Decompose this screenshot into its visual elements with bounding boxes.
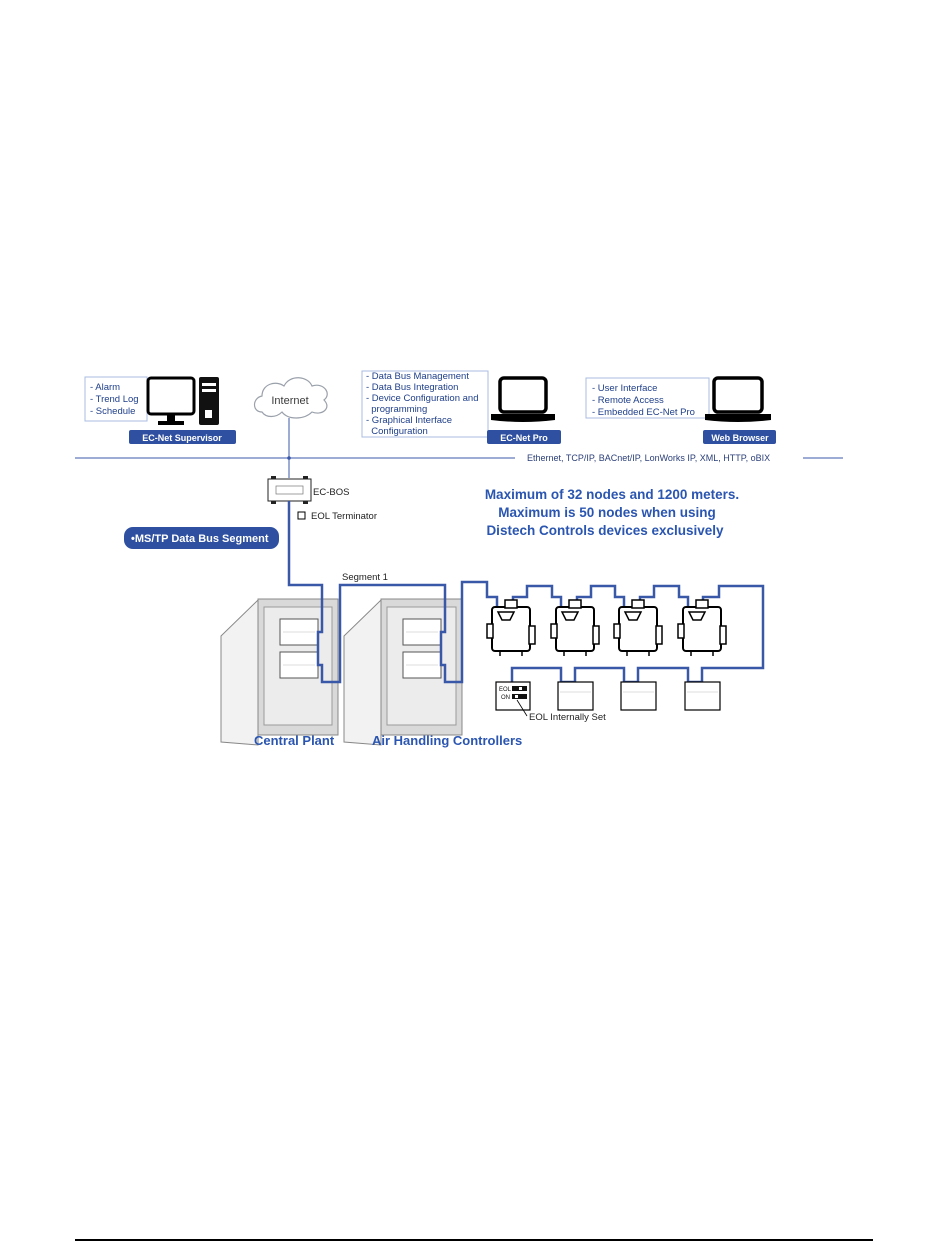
supervisor-feature-3: - Schedule (90, 406, 135, 417)
unit-controller-1 (486, 599, 536, 656)
max-info-line-1: Maximum of 32 nodes and 1200 meters. (485, 487, 739, 502)
browser-badge (703, 430, 776, 444)
eol-terminator-label: EOL Terminator (311, 511, 377, 522)
controller-box-3 (620, 681, 657, 711)
unit-controller-3 (613, 599, 663, 656)
central-plant-label: Central Plant (254, 733, 335, 748)
browser-feature-2: - Remote Access (592, 395, 664, 406)
eol-switch-bottom-label: ON (501, 695, 510, 701)
supervisor-feature-box (84, 376, 148, 422)
pro-feature-1: - Data Bus Management (366, 371, 469, 382)
max-info-line-3: Distech Controls devices exclusively (486, 523, 724, 538)
browser-feature-box (585, 377, 710, 419)
browser-feature-3: - Embedded EC-Net Pro (592, 407, 695, 418)
network-line-label: Ethernet, TCP/IP, BACnet/IP, LonWorks IP… (527, 453, 770, 463)
mstp-segment-badge (124, 527, 279, 549)
eol-internally-set-leader (516, 699, 528, 717)
central-plant-cabinet (220, 598, 339, 746)
eol-switch-top-label: EOL (499, 687, 512, 693)
eol-controller: EOL ON (495, 681, 531, 711)
eol-internally-set-label: EOL Internally Set (529, 712, 606, 723)
mstp-segment-label: •MS/TP Data Bus Segment (131, 533, 269, 545)
unit-controller-2 (550, 599, 600, 656)
controller-box-2 (557, 681, 594, 711)
eol-terminator-icon (297, 511, 306, 520)
unit-controller-4 (677, 599, 727, 656)
pro-feature-5: - Graphical Interface (366, 415, 452, 426)
ec-bos-label: EC-BOS (313, 487, 349, 498)
mstp-bus-wire (287, 501, 765, 684)
supervisor-badge-label: EC-Net Supervisor (142, 433, 222, 443)
browser-feature-1: - User Interface (592, 383, 657, 394)
pro-feature-6: Configuration (366, 426, 428, 437)
laptop-icon (705, 376, 771, 422)
desktop-computer-icon (146, 376, 219, 425)
ec-bos-device (267, 476, 312, 504)
max-info-line-2: Maximum is 50 nodes when using (498, 505, 716, 520)
controller-box-4 (684, 681, 721, 711)
pro-feature-box (361, 370, 489, 438)
supervisor-badge (129, 430, 236, 444)
supervisor-feature-2: - Trend Log (90, 394, 139, 405)
browser-badge-label: Web Browser (711, 433, 769, 443)
supervisor-feature-1: - Alarm (90, 382, 120, 393)
air-handling-cabinet (343, 598, 463, 746)
internet-cloud: Internet (253, 377, 328, 419)
air-handling-label: Air Handling Controllers (372, 733, 522, 748)
pro-badge (487, 430, 561, 444)
browser-group: - User Interface - Remote Access - Embed… (585, 376, 776, 444)
supervisor-group: - Alarm - Trend Log - Schedule EC-Net Su… (84, 376, 236, 444)
internet-label: Internet (271, 395, 308, 407)
pro-feature-3: - Device Configuration and (366, 393, 478, 404)
pro-feature-2: - Data Bus Integration (366, 382, 458, 393)
segment-1-label: Segment 1 (342, 572, 388, 583)
pro-badge-label: EC-Net Pro (500, 433, 548, 443)
pro-group: - Data Bus Management - Data Bus Integra… (361, 370, 561, 444)
laptop-icon (491, 376, 555, 422)
pro-feature-4: programming (366, 404, 427, 415)
